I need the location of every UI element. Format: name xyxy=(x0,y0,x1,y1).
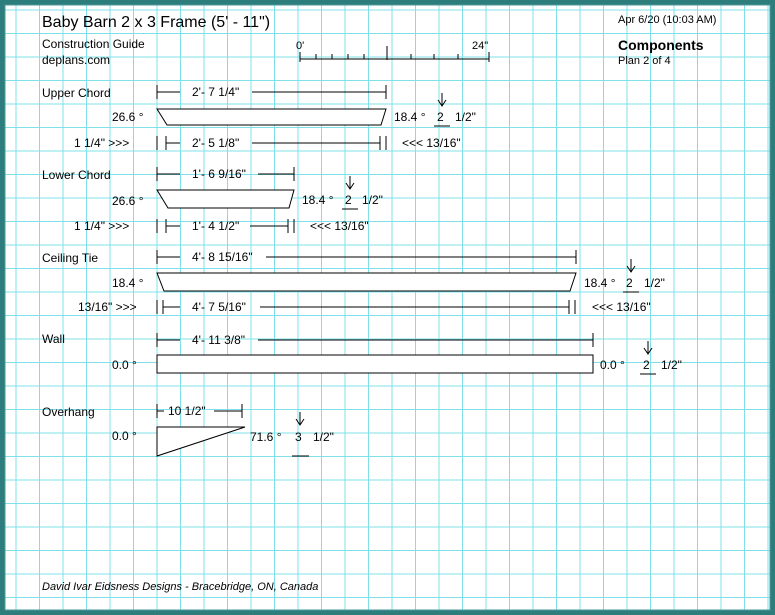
ceiling-tie-inner-dimension xyxy=(156,300,576,314)
upper-chord-stock-marker xyxy=(437,93,447,107)
ceiling-tie-inner-length: 4'- 7 5/16" xyxy=(192,300,246,314)
wall-right-angle: 0.0 ° xyxy=(600,358,625,372)
lower-chord-shape xyxy=(156,189,295,209)
lower-chord-stock-width: 2 xyxy=(345,193,352,207)
overhang-stock-marker xyxy=(295,412,305,426)
ceiling-tie-shape xyxy=(156,272,577,292)
construction-guide-label: Construction Guide xyxy=(42,37,145,51)
upper-chord-inner-length: 2'- 5 1/8" xyxy=(192,136,239,150)
lower-chord-length: 1'- 6 9/16" xyxy=(192,167,246,181)
ceiling-tie-stock-marker xyxy=(626,259,636,273)
lower-chord-label: Lower Chord xyxy=(42,168,111,182)
overhang-length-dimension xyxy=(156,404,243,418)
wall-left-angle: 0.0 ° xyxy=(112,358,137,372)
upper-chord-shape xyxy=(156,108,387,126)
wall-label: Wall xyxy=(42,332,65,346)
overhang-length: 10 1/2" xyxy=(168,404,206,418)
wall-shape xyxy=(156,354,594,374)
lower-chord-stock-fraction: 1/2" xyxy=(362,193,383,207)
overhang-label: Overhang xyxy=(42,405,95,419)
upper-chord-right-offset: <<< 13/16" xyxy=(402,136,461,150)
overhang-left-angle: 0.0 ° xyxy=(112,429,137,443)
upper-chord-length: 2'- 7 1/4" xyxy=(192,85,239,99)
website-link[interactable]: deplans.com xyxy=(42,53,110,67)
overhang-stock-fraction: 1/2" xyxy=(313,430,334,444)
scale-end-label: 24" xyxy=(472,40,488,52)
section-title: Components xyxy=(618,37,704,53)
plan-page-indicator: Plan 2 of 4 xyxy=(618,55,671,67)
scale-ruler xyxy=(299,46,490,62)
ceiling-tie-right-offset: <<< 13/16" xyxy=(592,300,651,314)
upper-chord-label: Upper Chord xyxy=(42,86,111,100)
ceiling-tie-label: Ceiling Tie xyxy=(42,251,98,265)
ceiling-tie-left-offset: 13/16" >>> xyxy=(78,300,137,314)
lower-chord-right-offset: <<< 13/16" xyxy=(310,219,369,233)
designer-credit: David Ivar Eidsness Designs - Bracebridg… xyxy=(42,581,318,593)
ceiling-tie-length: 4'- 8 15/16" xyxy=(192,250,253,264)
wall-stock-fraction: 1/2" xyxy=(661,358,682,372)
overhang-stock-width: 3 xyxy=(295,430,302,444)
upper-chord-left-offset: 1 1/4" >>> xyxy=(74,136,129,150)
ceiling-tie-length-dimension xyxy=(156,250,577,264)
ceiling-tie-right-angle: 18.4 ° xyxy=(584,276,616,290)
upper-chord-left-angle: 26.6 ° xyxy=(112,110,144,124)
upper-chord-stock-fraction: 1/2" xyxy=(455,110,476,124)
wall-length-dimension xyxy=(156,333,594,347)
upper-chord-inner-dimension xyxy=(156,136,387,150)
overhang-shape xyxy=(156,426,246,457)
scale-start-label: 0' xyxy=(296,40,304,52)
upper-chord-right-angle: 18.4 ° xyxy=(394,110,426,124)
wall-stock-width: 2 xyxy=(643,358,650,372)
wall-length: 4'- 11 3/8" xyxy=(192,333,245,347)
inner-border xyxy=(4,4,771,611)
lower-chord-stock-marker xyxy=(345,176,355,190)
plan-title: Baby Barn 2 x 3 Frame (5' - 11") xyxy=(42,14,270,31)
lower-chord-right-angle: 18.4 ° xyxy=(302,193,334,207)
ceiling-tie-stock-fraction: 1/2" xyxy=(644,276,665,290)
lower-chord-length-dimension xyxy=(156,167,295,181)
lower-chord-inner-length: 1'- 4 1/2" xyxy=(192,219,239,233)
lower-chord-left-angle: 26.6 ° xyxy=(112,194,144,208)
lower-chord-left-offset: 1 1/4" >>> xyxy=(74,219,129,233)
ceiling-tie-stock-width: 2 xyxy=(626,276,633,290)
lower-chord-inner-dimension xyxy=(156,219,295,233)
wall-stock-marker xyxy=(643,341,653,355)
timestamp: Apr 6/20 (10:03 AM) xyxy=(618,14,716,26)
upper-chord-stock-width: 2 xyxy=(437,110,444,124)
overhang-right-angle: 71.6 ° xyxy=(250,430,282,444)
ceiling-tie-left-angle: 18.4 ° xyxy=(112,276,144,290)
upper-chord-length-dimension xyxy=(156,85,387,99)
